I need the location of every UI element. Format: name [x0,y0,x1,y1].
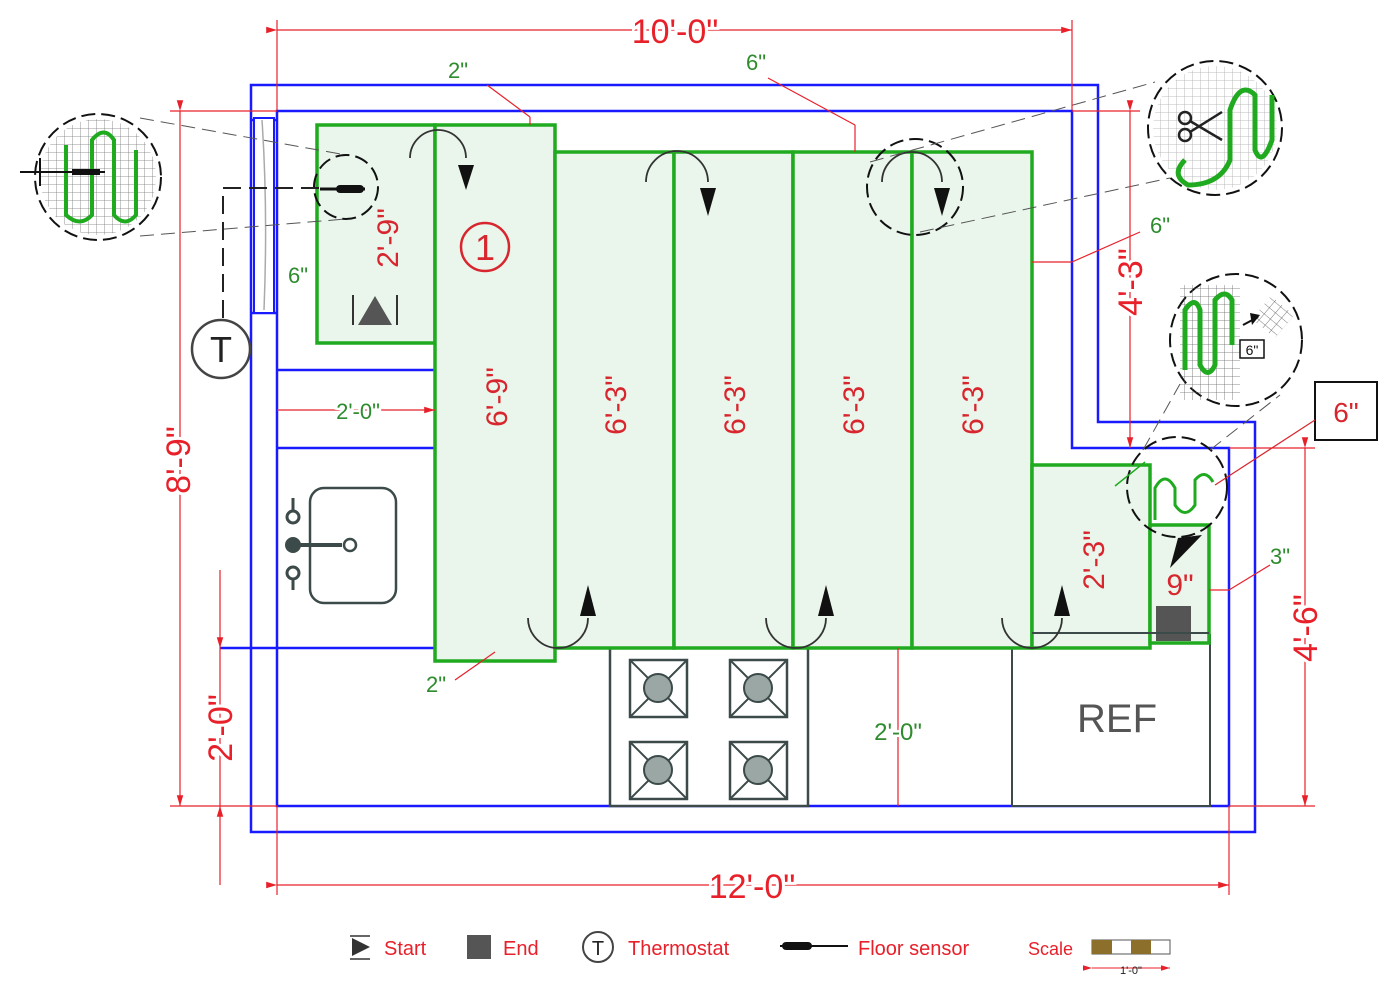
thermostat-icon: T [190,318,252,380]
clear-bottom: 2'-0" [874,719,922,746]
detail-inset-label: 6" [1246,342,1259,358]
legend-scale-unit: 1'-0" [1120,965,1142,977]
svg-text:T: T [592,938,604,960]
thermostat-symbol: T [210,329,232,370]
strip-label-4: 6'-3" [719,375,752,435]
dim-left-height: 8'-9" [160,426,198,494]
strip-label-2: 6'-9" [481,367,514,427]
dim-top-width: 10'-0" [632,13,719,51]
gap-bottom-left: 2" [426,672,446,697]
legend-start-label: Start [384,938,427,960]
end-square-icon [467,935,491,959]
stove-burner-icon [628,740,689,801]
detail-callouts [34,60,1303,538]
floor-sensor-icon [320,185,365,193]
outer-wall [249,83,1257,834]
legend-scale: Scale 1'-0" [1028,939,1171,977]
strip-label-5: 6'-3" [838,375,871,435]
legend-thermostat: T Thermostat [582,931,730,963]
strip-label-1: 2'-9" [372,208,405,268]
gap-small-right: 3" [1270,544,1290,569]
legend-start: Start [350,935,427,960]
thermostat-icon [582,931,614,963]
gap-top-mid: 6" [746,50,766,75]
turn-arrows [409,129,1063,649]
gap-left: 6" [288,263,308,288]
stove-burner-icon [728,658,789,719]
direction-arrows [458,165,1202,616]
mat-strip-3 [553,150,676,650]
stove-burner-icon [728,740,789,801]
dim-left-lower: 2'-0" [202,694,240,762]
sink-icon [285,486,398,605]
door [253,117,275,314]
detail-right-middle: 6" [1175,279,1297,401]
clear-left: 2'-0" [336,399,380,424]
svg-text:6": 6" [1333,397,1359,428]
legend: Start End T Thermostat Floor sensor Scal… [350,931,1171,977]
svg-text:1: 1 [475,227,495,268]
strip-label-6: 6'-3" [957,375,990,435]
dim-right-lower: 4'-6" [1287,594,1325,662]
start-triangle-icon [352,938,370,956]
detail-top-right [1153,66,1277,190]
legend-end-label: End [503,938,539,960]
mat-strip-2 [433,123,557,663]
dim-bottom-width: 12'-0" [709,868,796,906]
legend-scale-label: Scale [1028,939,1073,959]
heating-mats [315,123,1211,663]
legend-thermostat-label: Thermostat [628,938,730,960]
end-square-icon [1156,606,1191,641]
floor-sensor-icon [782,942,812,950]
mat-strip-4 [672,150,795,650]
legend-floor-sensor-label: Floor sensor [858,938,969,960]
strip-label-8: 9" [1166,569,1193,602]
gap-top-left: 2" [448,58,468,83]
mat-strip-8-wire [1153,473,1215,520]
dimension-lines [170,20,1315,895]
stove-burner-icon [628,658,689,719]
strip-label-3: 6'-3" [600,375,633,435]
strip-label-7: 2'-3" [1078,530,1111,590]
sensor-wire [222,187,320,318]
refrigerator-label: REF [1077,697,1157,741]
start-triangle-icon [352,295,398,325]
stove [608,646,810,808]
dimension-labels: 10'-0" 12'-0" 8'-9" 2'-0" 4'-3" 4'-6" 2"… [157,10,1328,909]
mat-strip-6 [910,150,1034,650]
detail-left [20,119,156,235]
inset-box-callout: 6" [1214,381,1378,486]
legend-end: End [467,935,539,960]
scissors-icon [1177,110,1223,143]
detail-leader-lines [139,81,1281,451]
mat-strip-5 [791,150,914,650]
dim-right-upper: 4'-3" [1112,248,1150,316]
start-number-marker: 1 [459,221,511,273]
legend-floor-sensor: Floor sensor [780,938,969,960]
mat-strip-7 [1030,463,1152,650]
gap-right: 6" [1150,213,1170,238]
strip-labels: 2'-9" 6'-9" 6'-3" 6'-3" 6'-3" 6'-3" 2'-3… [372,208,1194,602]
refrigerator: REF [1011,634,1211,807]
